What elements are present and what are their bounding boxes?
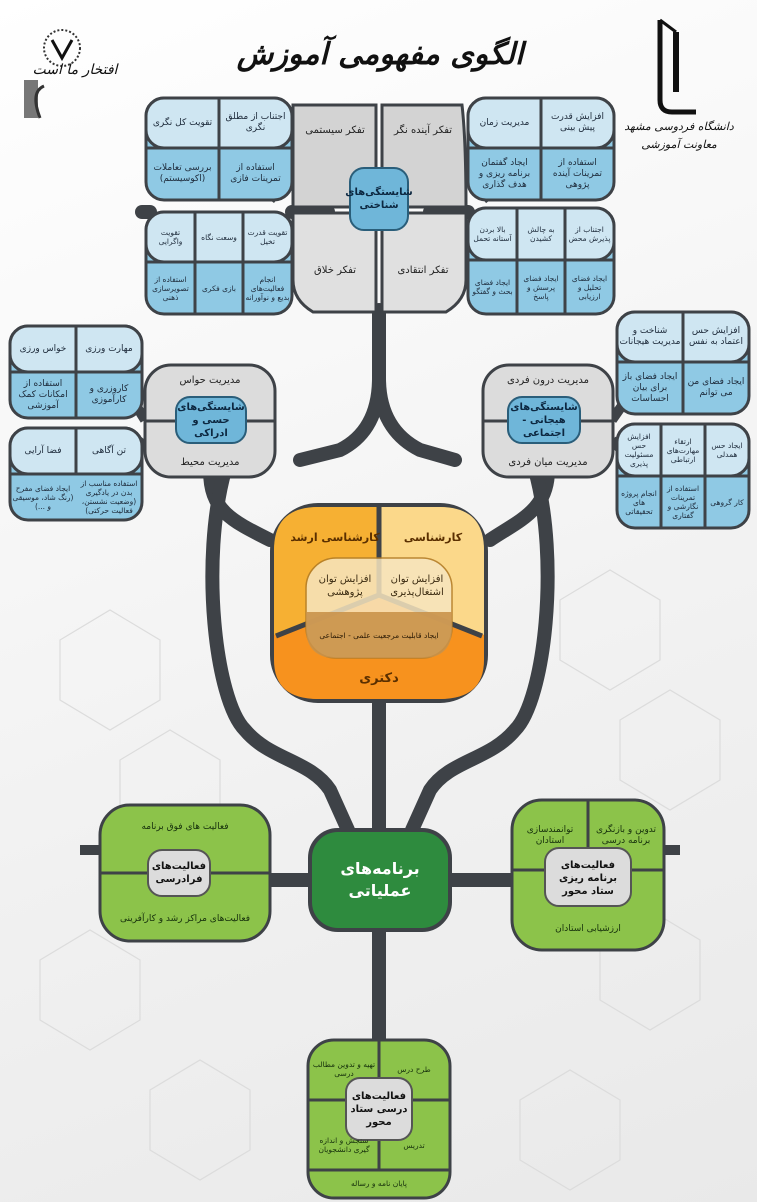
sensory-bottom-item: فضا آرایی [24,445,62,456]
sensory-top-item: خواس ورزی [19,343,67,354]
course-item: تدریس [403,1140,425,1150]
systemic-item: استفاده از تمرینات فازی [230,163,281,184]
critical-item: اجتناب از پذیرش محض [568,225,611,243]
left-logo-mark [24,29,81,119]
bachelors-label: کارشناسی [403,530,463,544]
systemic-item: اجتناب از مطلق نگری [225,112,286,133]
sensory-top-item: مهارت ورزی [85,343,133,354]
planning-item: تدوین و بازنگری برنامه درسی [595,825,657,846]
creative-item: تقویت قدرت تخیل [247,228,288,246]
cognitive-hub-title: شایستگی‌های شناختی [345,187,413,211]
left-logo-text: افتخار ما است [32,61,118,78]
cognitive-critical-label: تفکر انتقادی [397,264,449,276]
future-item: ایجاد گفتمان برنامه ریزی و هدف گذاری [478,157,531,190]
critical-item: به چالش کشیدن [527,225,555,243]
side-cards [8,310,751,530]
critical-item: ایجاد فضای تحلیل و ارزیابی [571,273,608,301]
course-item: پایان نامه و رساله [351,1178,407,1188]
emotional-top-item: ایجاد فضای باز برای بیان احساسات [622,371,678,404]
extracurricular-bottom-item: فعالیت‌های مراکز رشد و کارآفرینی [119,913,251,924]
cognitive-quadrants [291,103,468,314]
page-title: الگوی مفهومی آموزش [236,36,524,72]
course-item: تهیه و تدوین مطالب درسی [312,1060,376,1078]
research-capacity: افزایش توان پژوهشی [318,574,372,598]
university-logo-mark [657,18,696,115]
planning-item: توانمندسازی استادان [526,825,574,846]
cognitive-cards [144,96,616,316]
sensory-top-label: مدیریت حواس [179,374,241,386]
emotional-bottom-item: استفاده از تمرینات نگارشی و گفتاری [666,484,700,520]
operational-shapes [98,798,666,1200]
cognitive-creative-label: تفکر خلاق [314,264,356,276]
critical-item: ایجاد فضای پرسش و پاسخ [523,273,559,301]
sensory-hub-title: شایستگی‌های حسی و ادراکی [177,401,245,439]
systemic-item: بررسی تعاملات (اکوسیستم) [153,163,212,184]
extracurricular-top-item: فعالیت های فوق برنامه [141,821,229,832]
university-name: دانشگاه فردوسی مشهد [624,119,734,133]
critical-item: بالا بردن آستانه تحمل [473,225,512,243]
sensory-top-item: کاروزری و کارآموزی [89,384,129,405]
sensory-bottom-item: تن آگاهی [92,445,126,456]
future-item: استفاده از تمرینات آینده پژوهی [552,157,603,190]
cognitive-systemic-label: تفکر سیستمی [305,124,365,136]
emotional-top-item: ایجاد فضای من می توانم [687,377,745,398]
future-item: مدیریت زمان [479,117,530,128]
vice-presidency-name: معاونت آموزشی [641,137,717,151]
operational-programs-title: برنامه‌های عملیاتی [340,859,420,900]
emotional-top-label: مدیریت درون فردی [507,374,589,386]
emotional-bottom-label: مدیریت میان فردی [508,456,588,468]
creative-item: بازی فکری [202,283,236,293]
creative-item: استفاده از تصویرسازی ذهنی [152,274,189,302]
creative-item: تقویت واگرایی [158,228,183,246]
emotional-hub-title: شایستگی‌های هیجانی - اجتماعی [510,401,578,439]
course-item: طرح درس [397,1064,431,1074]
sensory-hub-shape [143,363,277,479]
systemic-item: تقویت کل نگری [152,117,213,128]
emotional-bottom-item: انجام پروژه های تحقیقاتی [621,488,657,516]
reference-capacity: ایجاد قابلیت مرجعیت علمی - اجتماعی [319,630,439,640]
masters-label: کارشناسی ارشد [290,530,380,544]
planning-hub-title: فعالیت‌های برنامه ریزی ستاد محور [558,859,618,897]
cognitive-future-label: تفکر آینده نگر [393,124,453,136]
emotional-top-item: افزایش حس اعتماد به نفس [688,326,744,347]
future-item: افزایش قدرت پیش بینی [551,112,604,133]
degree-block-shape [270,503,488,703]
course-hub-title: فعالیت‌های درسی ستاد محور [350,1090,408,1128]
creative-item: انجام فعالیت‌های بدیع و نوآورانه [245,274,290,302]
sensory-top-item: استفاده از امکانات کمک آموزشی [18,378,68,411]
phd-label: دکتری [359,670,399,686]
critical-item: ایجاد فضای بحث و گفتگو [472,278,513,296]
emotional-bottom-item: ارتقاء مهارت‌های ارتباطی [666,436,700,464]
emotional-hub-shape [481,363,615,479]
planning-item: ارزشیابی استادان [555,923,621,934]
emotional-bottom-item: کار گروهی [710,497,744,507]
sensory-bottom-item: استفاده مناسب از بدن در یادگیری (وضعیت ن… [80,479,138,515]
emotional-bottom-item: افزایش حس مسئولیت پذیری [624,432,654,468]
sensory-bottom-item: ایجاد فضای مفرح (رنگ شاد، موسیقی و ...) [12,483,74,511]
creative-item: وسعت نگاه [201,232,237,242]
course-item: سنجش و اندازه گیری دانشجویان [318,1136,370,1154]
emotional-top-item: شناخت و مدیریت هیجانات [619,326,681,347]
sensory-bottom-label: مدیریت محیط [180,456,240,468]
employability-capacity: افزایش توان اشتغال‌پذیری [390,574,444,598]
tree-connectors [135,205,555,1047]
extracurricular-hub-title: فعالیت‌های فرادرسی [151,861,207,885]
emotional-bottom-item: ایجاد حس همدلی [711,441,743,459]
